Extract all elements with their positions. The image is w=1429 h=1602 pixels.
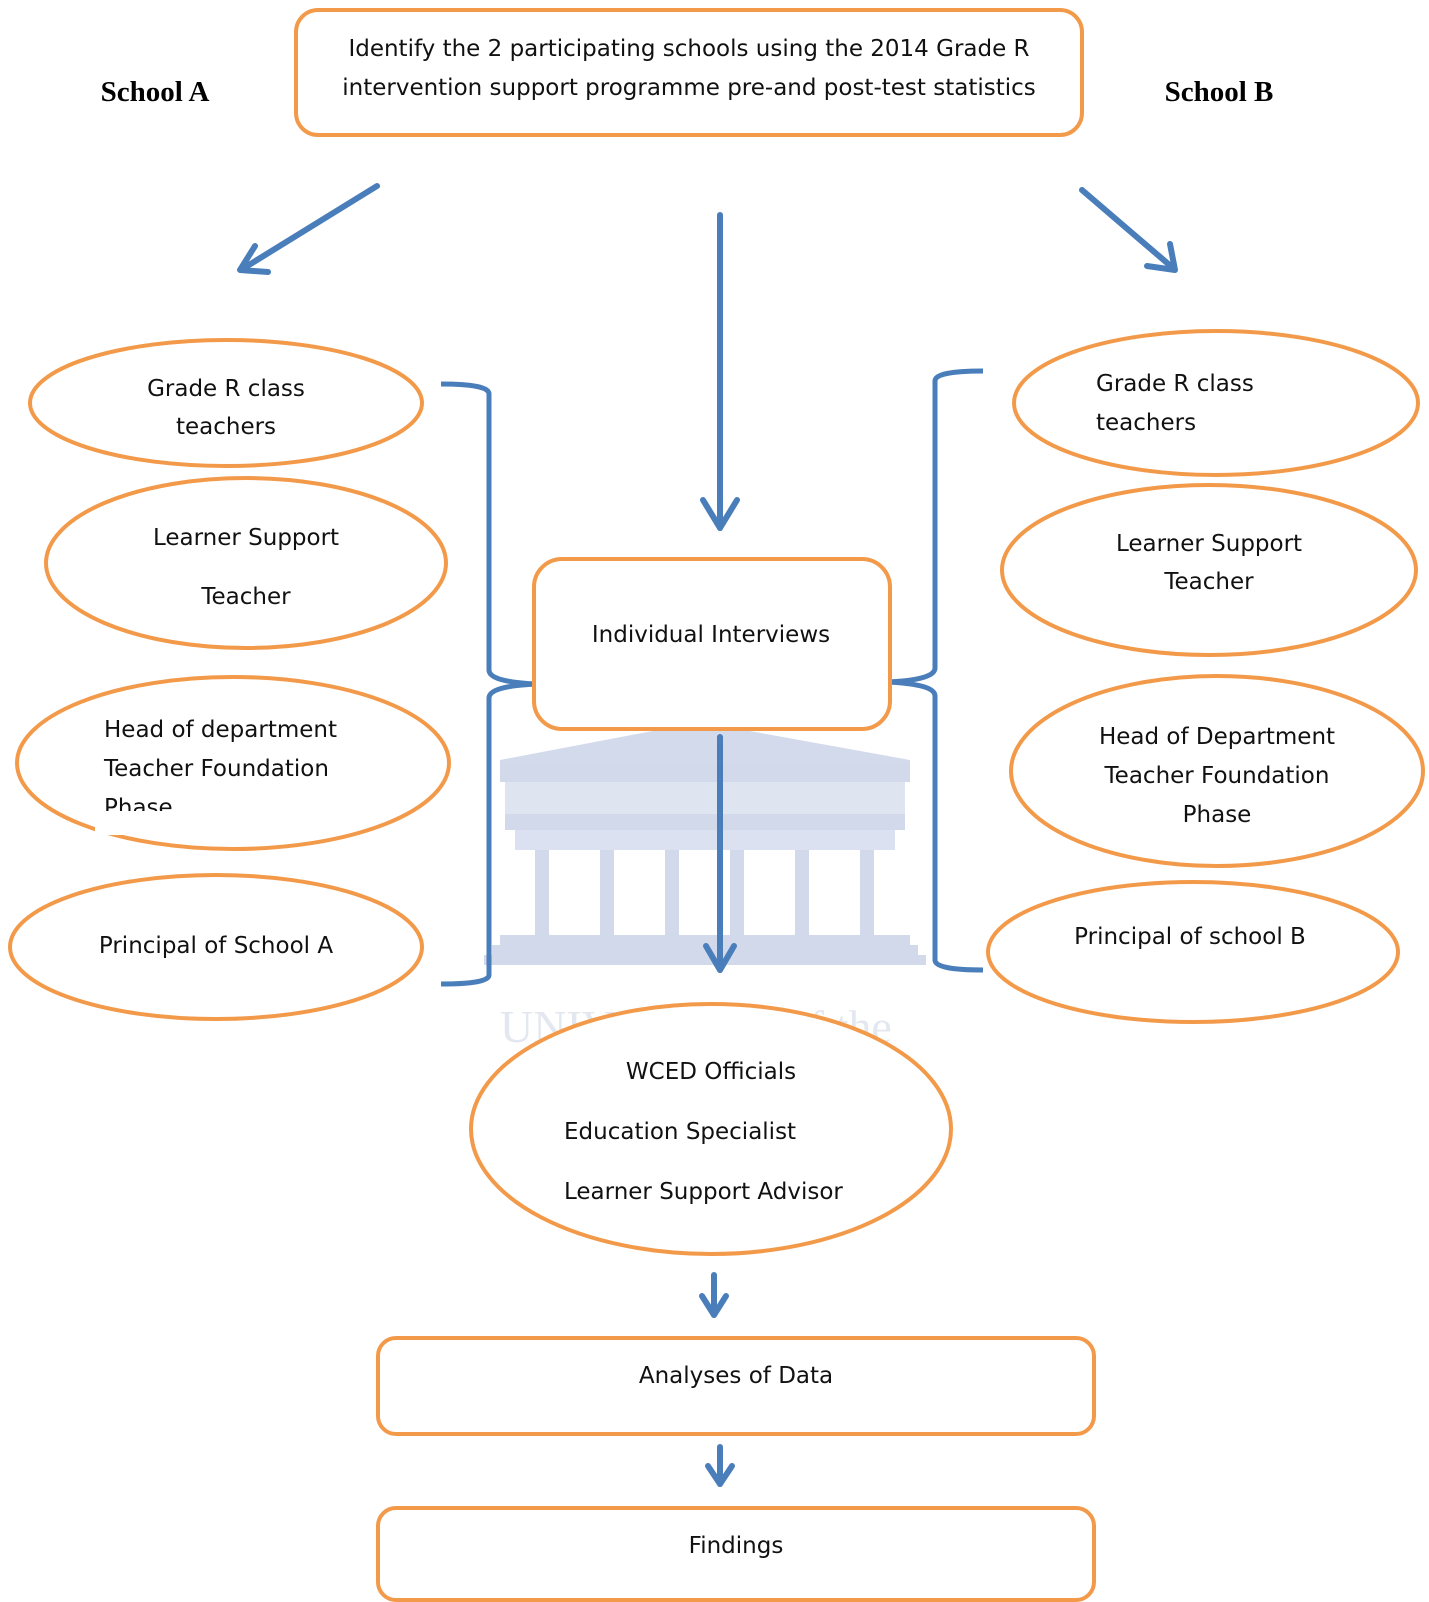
school-b-learner-support-line-2: Teacher	[1163, 569, 1254, 595]
school-b-hod-line-3: Phase	[1183, 802, 1252, 828]
interviews-box: Individual Interviews	[532, 557, 892, 731]
wced-line-3: Learner Support Advisor	[564, 1179, 843, 1205]
school-a-bracket	[440, 381, 538, 987]
school-a-hod-node: Head of department Teacher Foundation Ph…	[15, 675, 451, 851]
school-a-learner-support-line-1: Learner Support	[153, 525, 339, 551]
findings-box: Findings	[376, 1506, 1096, 1602]
school-b-label: School B	[1165, 76, 1274, 108]
school-b-learner-support-node: Learner Support Teacher	[1000, 483, 1418, 657]
school-b-bracket	[886, 368, 984, 973]
school-b-principal-label: Principal of school B	[1074, 924, 1306, 950]
school-a-grade-r-node: Grade R class teachers	[28, 338, 424, 468]
school-b-grade-r-line-1: Grade R class	[1096, 371, 1254, 397]
top-box-line-1: Identify the 2 participating schools usi…	[348, 36, 1029, 62]
school-b-hod-line-1: Head of Department	[1099, 724, 1335, 750]
school-a-grade-r-line-1: Grade R class	[147, 376, 305, 402]
arrow-to-wced	[703, 734, 737, 973]
arrow-to-analysis	[699, 1272, 729, 1318]
interviews-label: Individual Interviews	[592, 622, 830, 648]
arrow-to-findings	[705, 1444, 735, 1487]
wced-line-2: Education Specialist	[564, 1119, 796, 1145]
school-b-principal-node: Principal of school B	[986, 880, 1400, 1024]
school-a-grade-r-line-2: teachers	[176, 414, 276, 440]
school-b-grade-r-line-2: teachers	[1096, 410, 1196, 436]
school-b-learner-support-line-1: Learner Support	[1116, 531, 1302, 557]
school-a-hod-line-2: Teacher Foundation	[103, 756, 329, 782]
analysis-label: Analyses of Data	[639, 1363, 833, 1389]
arrow-to-interviews	[700, 212, 740, 531]
wced-line-1: WCED Officials	[626, 1059, 796, 1085]
school-a-principal-label: Principal of School A	[99, 933, 333, 959]
top-box: Identify the 2 participating schools usi…	[294, 8, 1084, 137]
analysis-box: Analyses of Data	[376, 1336, 1096, 1436]
school-b-grade-r-node: Grade R class teachers	[1012, 329, 1420, 477]
arrow-to-school-b	[1079, 187, 1178, 273]
school-b-hod-line-2: Teacher Foundation	[1104, 763, 1330, 789]
findings-label: Findings	[689, 1533, 784, 1559]
school-a-learner-support-node: Learner Support Teacher	[44, 476, 448, 650]
school-b-hod-node: Head of Department Teacher Foundation Ph…	[1009, 674, 1425, 868]
school-a-learner-support-line-2: Teacher	[200, 584, 291, 610]
top-box-line-2: intervention support programme pre-and p…	[342, 75, 1036, 101]
school-a-hod-line-1: Head of department	[104, 717, 337, 743]
school-a-principal-node: Principal of School A	[8, 873, 424, 1021]
school-a-label: School A	[101, 76, 210, 108]
wced-node: WCED Officials Education Specialist Lear…	[469, 1002, 953, 1256]
arrow-to-school-a	[237, 183, 380, 275]
